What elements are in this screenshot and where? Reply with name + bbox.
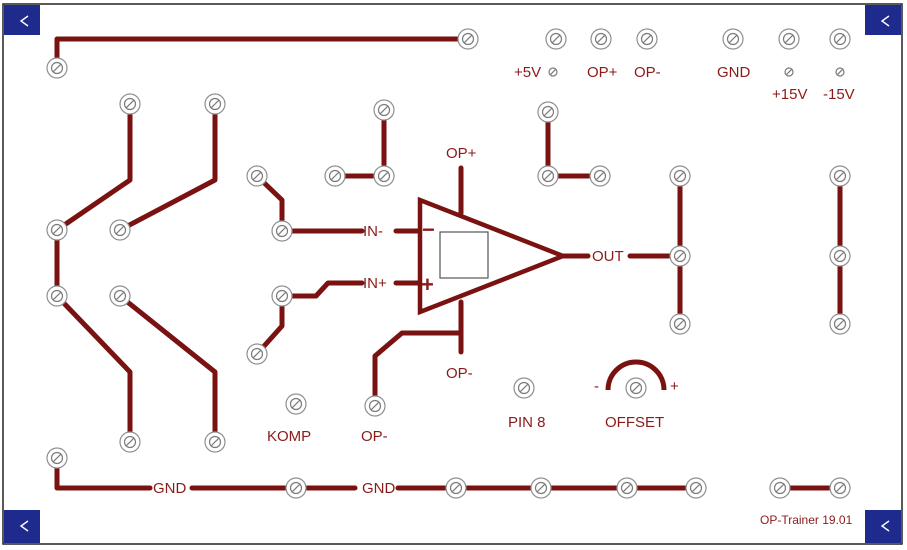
solder-pad-icon [685, 477, 707, 499]
label-in-minus: IN- [363, 223, 383, 240]
solder-pad-icon [548, 67, 558, 77]
solder-pad-icon [246, 165, 268, 187]
solder-pad-icon [46, 285, 68, 307]
label-m15v: -15V [823, 86, 855, 103]
solder-pad-icon [545, 28, 567, 50]
trace-x-1 [54, 101, 133, 233]
solder-pad-icon [246, 343, 268, 365]
solder-pad-icon [590, 28, 612, 50]
op-amp-chip-window [439, 231, 489, 279]
label-version: OP-Trainer 19.01 [760, 513, 853, 527]
label-gnd-mid: GND [362, 480, 396, 497]
left-triangle-icon [19, 15, 29, 27]
solder-pad-icon [373, 99, 395, 121]
op-amp-symbol: − + [417, 196, 570, 316]
label-p15v: +15V [772, 86, 807, 103]
label-offset-minus: - [594, 378, 599, 395]
solder-pad-icon [271, 220, 293, 242]
solder-pad-icon [616, 477, 638, 499]
offset-arc [605, 359, 667, 391]
solder-pad-icon [669, 245, 691, 267]
solder-pad-icon [373, 165, 395, 187]
solder-pad-icon [829, 245, 851, 267]
trace-op-minus-pad [372, 330, 464, 409]
label-pin8: PIN 8 [508, 414, 546, 431]
solder-pad-icon [835, 67, 845, 77]
label-out: OUT [592, 248, 624, 265]
op-amp-triangle [417, 196, 570, 316]
left-triangle-icon [880, 15, 890, 27]
label-op-minus-bottom: OP- [446, 365, 473, 382]
label-p5v: +5V [514, 64, 541, 81]
solder-pad-icon [530, 477, 552, 499]
label-komp: KOMP [267, 428, 311, 445]
pads [46, 28, 851, 499]
solder-pad-icon [669, 165, 691, 187]
solder-pad-icon [324, 165, 346, 187]
solder-pad-icon [119, 93, 141, 115]
trace-in-plus [254, 280, 365, 357]
label-offset: OFFSET [605, 414, 664, 431]
solder-pad-icon [46, 447, 68, 469]
solder-pad-icon [784, 67, 794, 77]
solder-pad-icon [285, 477, 307, 499]
solder-pad-icon [537, 165, 559, 187]
solder-pad-icon [829, 477, 851, 499]
left-triangle-icon [19, 520, 29, 532]
label-in-plus: IN+ [363, 275, 387, 292]
solder-pad-icon [829, 313, 851, 335]
solder-pad-icon [46, 57, 68, 79]
solder-pad-icon [829, 28, 851, 50]
corner-markers [4, 5, 901, 543]
solder-pad-icon [271, 285, 293, 307]
solder-pad-icon [636, 28, 658, 50]
label-op-plus-top: OP+ [446, 145, 477, 162]
solder-pad-icon [364, 395, 386, 417]
label-gnd-header: GND [717, 64, 751, 81]
minus-sign: − [422, 217, 435, 242]
left-triangle-icon [880, 520, 890, 532]
label-op-minus-pad: OP- [361, 428, 388, 445]
solder-pad-icon [669, 313, 691, 335]
solder-pad-icon [829, 165, 851, 187]
solder-pad-icon [204, 431, 226, 453]
label-offset-plus: + [670, 378, 679, 395]
solder-pad-icon [445, 477, 467, 499]
labels: IN- IN+ OUT OP+ OP- KOMP OP- PIN 8 OFFSE… [153, 64, 855, 527]
solder-pad-icon [625, 377, 647, 399]
solder-pad-icon [457, 28, 479, 50]
plus-sign: + [421, 272, 434, 297]
solder-pad-icon [589, 165, 611, 187]
solder-pad-icon [109, 285, 131, 307]
solder-pad-icon [109, 219, 131, 241]
solder-pad-icon [46, 219, 68, 241]
solder-pad-icon [722, 28, 744, 50]
solder-pad-icon [778, 28, 800, 50]
trace-in-minus [254, 173, 365, 234]
trace-x-2 [117, 101, 218, 233]
label-op-plus-header: OP+ [587, 64, 618, 81]
label-op-minus-header: OP- [634, 64, 661, 81]
solder-pad-icon [285, 393, 307, 415]
solder-pad-icon [119, 431, 141, 453]
solder-pad-icon [769, 477, 791, 499]
solder-pad-icon [513, 377, 535, 399]
trace-x-4 [54, 293, 133, 445]
label-gnd-left: GND [153, 480, 187, 497]
solder-pad-icon [204, 93, 226, 115]
solder-pad-icon [537, 101, 559, 123]
trace-x-5 [117, 293, 218, 445]
